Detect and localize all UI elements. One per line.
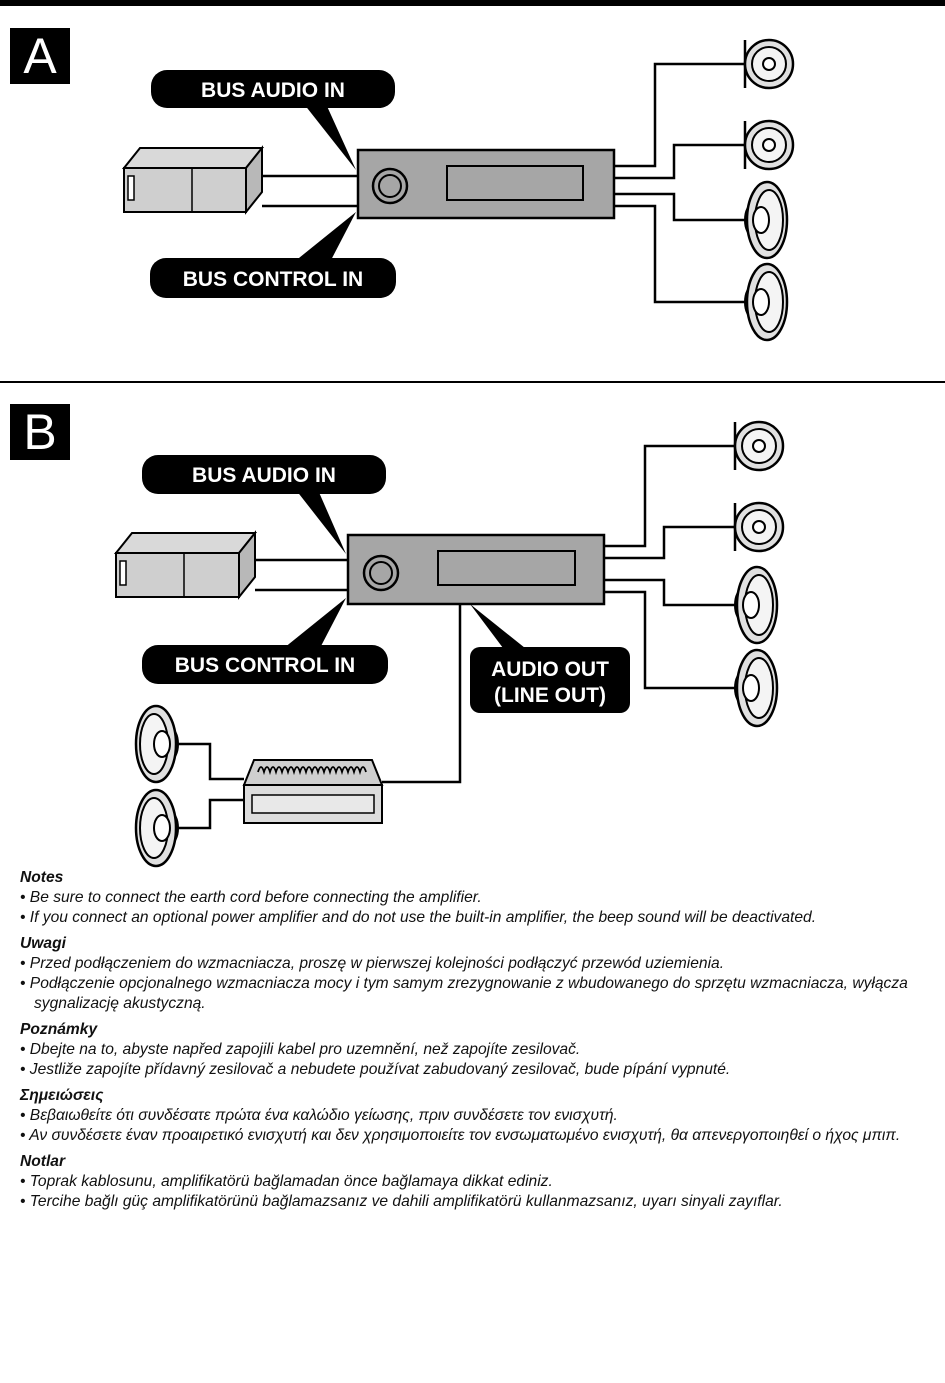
note-item: • Przed podłączeniem do wzmacniacza, pro… — [20, 955, 725, 972]
note-item: • Toprak kablosunu, amplifikatörü bağlam… — [20, 1173, 553, 1190]
power-amplifier — [242, 759, 384, 824]
note-text: Αν συνδέσετε έναν προαιρετικό ενισχυτή κ… — [29, 1127, 901, 1144]
section-a-label: A — [10, 28, 70, 84]
note-text: If you connect an optional power amplifi… — [29, 909, 817, 926]
notes-english: Notes • Be sure to connect the earth cor… — [20, 868, 935, 928]
note-text: Dbejte na to, abyste napřed zapojili kab… — [29, 1041, 581, 1058]
callout-bus-audio-in-a: BUS AUDIO IN — [151, 70, 395, 170]
note-text: Tercihe bağlı güç amplifikatörünü bağlam… — [29, 1193, 783, 1210]
connection-diagrams: BUS AUDIO IN BUS CONTROL IN — [113, 38, 795, 868]
note-text: Podłączenie opcjonalnego wzmacniacza moc… — [29, 975, 908, 1012]
speaker-icon — [743, 119, 795, 171]
notes-polish: Uwagi • Przed podłączeniem do wzmacniacz… — [20, 934, 935, 1014]
bus-control-in-label: BUS CONTROL IN — [175, 654, 355, 677]
section-divider — [0, 381, 945, 383]
line-out-cable — [382, 604, 462, 784]
note-text: Jestliže zapojíte přídavný zesilovač a n… — [29, 1061, 731, 1078]
note-item: • Be sure to connect the earth cord befo… — [20, 889, 482, 906]
speaker-icon — [743, 180, 789, 260]
note-item: • Tercihe bağlı güç amplifikatörünü bağl… — [20, 1193, 783, 1210]
note-item: • Βεβαιωθείτε ότι συνδέσατε πρώτα ένα κα… — [20, 1107, 618, 1124]
notes-greek: Σημειώσεις • Βεβαιωθείτε ότι συνδέσατε π… — [20, 1086, 935, 1146]
speaker-icon — [733, 648, 779, 728]
notes-heading: Poznámky — [20, 1021, 98, 1038]
speaker-icon — [134, 788, 180, 868]
note-item: • Podłączenie opcjonalnego wzmacniacza m… — [20, 975, 908, 1012]
diagram-a: BUS AUDIO IN BUS CONTROL IN — [121, 38, 795, 342]
speaker-icon — [743, 38, 795, 90]
cd-changer-b — [113, 530, 258, 600]
speaker-icon — [134, 704, 180, 784]
bus-control-in-label: BUS CONTROL IN — [183, 268, 363, 291]
notes-heading: Σημειώσεις — [20, 1087, 104, 1104]
diagram-b: BUS AUDIO IN BUS CONTROL IN AUDIO OUT (L… — [113, 420, 785, 868]
notes-heading: Uwagi — [20, 935, 66, 952]
note-text: Przed podłączeniem do wzmacniacza, prosz… — [29, 955, 725, 972]
notes-turkish: Notlar • Toprak kablosunu, amplifikatörü… — [20, 1152, 935, 1212]
bus-audio-in-label: BUS AUDIO IN — [201, 79, 345, 102]
callout-audio-out: AUDIO OUT (LINE OUT) — [470, 604, 630, 713]
section-b-label: B — [10, 404, 70, 460]
speaker-icon — [733, 501, 785, 553]
note-item: • Dbejte na to, abyste napřed zapojili k… — [20, 1041, 581, 1058]
notes-heading: Notes — [20, 869, 64, 886]
note-item: • Jestliže zapojíte přídavný zesilovač a… — [20, 1061, 731, 1078]
line-out-label: (LINE OUT) — [494, 684, 606, 707]
callout-bus-audio-in-b: BUS AUDIO IN — [142, 455, 386, 554]
callout-bus-control-in-a: BUS CONTROL IN — [150, 212, 396, 298]
speaker-icon — [733, 420, 785, 472]
head-unit-b — [346, 533, 606, 606]
notes-heading: Notlar — [20, 1153, 66, 1170]
audio-out-label: AUDIO OUT — [491, 658, 609, 681]
cd-changer-a — [121, 145, 265, 215]
notes-czech: Poznámky • Dbejte na to, abyste napřed z… — [20, 1020, 935, 1080]
note-item: • Αν συνδέσετε έναν προαιρετικό ενισχυτή… — [20, 1127, 901, 1144]
callout-bus-control-in-b: BUS CONTROL IN — [142, 598, 388, 684]
head-unit-a — [356, 148, 616, 220]
note-text: Be sure to connect the earth cord before… — [29, 889, 482, 906]
note-text: Toprak kablosunu, amplifikatörü bağlamad… — [29, 1173, 553, 1190]
note-item: • If you connect an optional power ampli… — [20, 909, 817, 926]
note-text: Βεβαιωθείτε ότι συνδέσατε πρώτα ένα καλώ… — [29, 1107, 618, 1124]
notes-section: Notes • Be sure to connect the earth cor… — [20, 868, 935, 1218]
bus-audio-in-label: BUS AUDIO IN — [192, 464, 336, 487]
speaker-icon — [733, 565, 779, 645]
top-rule — [0, 0, 945, 6]
speaker-icon — [743, 262, 789, 342]
